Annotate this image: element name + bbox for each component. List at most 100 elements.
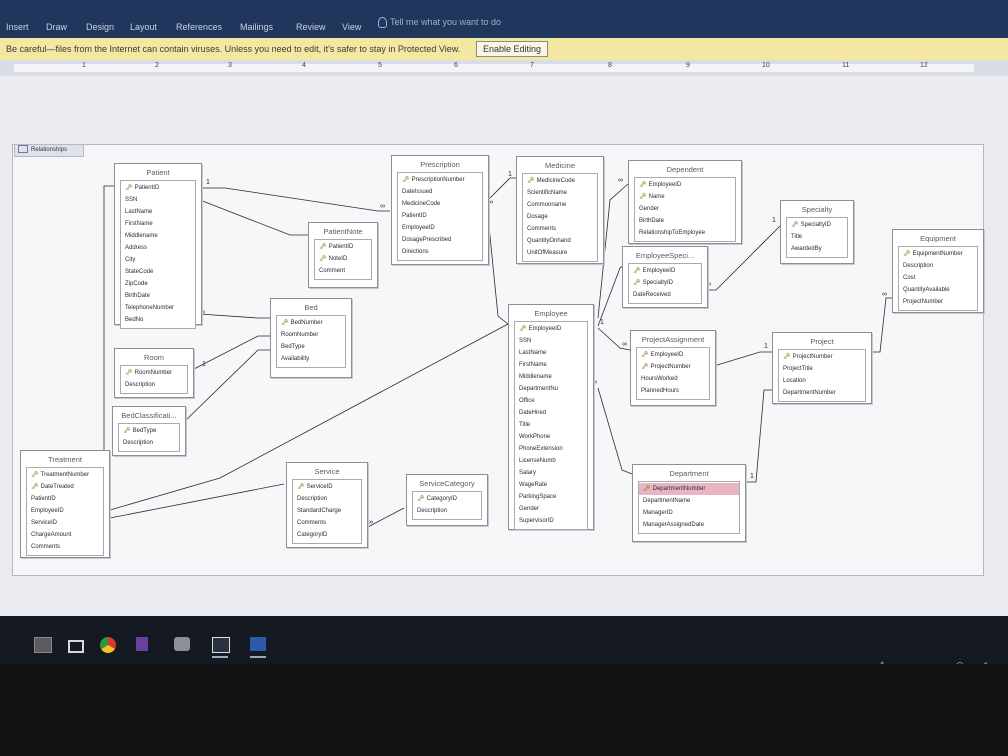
table-specialty[interactable]: Specialty SpecialtyID Title AwardedBy (780, 200, 854, 264)
field[interactable]: PlannedHours (641, 388, 680, 394)
tab-references[interactable]: References (176, 22, 223, 32)
field[interactable]: QuantityAvailable (903, 287, 950, 293)
field[interactable]: RelationshipToEmployee (639, 230, 706, 236)
field[interactable]: SpecialtyID (629, 277, 701, 289)
relationships-tab[interactable]: Relationships (14, 144, 84, 157)
table-bedclassification[interactable]: BedClassificati... BedType Description (112, 406, 186, 456)
field[interactable]: EmployeeID (629, 265, 701, 277)
table-patientnote[interactable]: PatientNote PatientID NoteID Comment (308, 222, 378, 288)
field[interactable]: Location (783, 378, 806, 384)
field[interactable]: HoursWorked (641, 376, 678, 382)
field[interactable]: Middlename (519, 374, 552, 380)
table-projectassignment[interactable]: ProjectAssignment EmployeeID ProjectNumb… (630, 330, 716, 406)
field[interactable]: ManagerID (643, 510, 673, 516)
field[interactable]: Gender (639, 206, 660, 212)
tell-me-box[interactable]: Tell me what you want to do (378, 17, 501, 29)
field[interactable]: Office (519, 398, 535, 404)
field[interactable]: Comments (527, 226, 557, 232)
field[interactable]: Cost (903, 275, 916, 281)
field[interactable]: Directions (402, 249, 429, 255)
field[interactable]: Gender (519, 506, 540, 512)
field[interactable]: BedNo (125, 317, 144, 323)
tab-design[interactable]: Design (86, 22, 115, 32)
field[interactable]: EmployeeID (637, 349, 709, 361)
field[interactable]: WageRate (519, 482, 548, 488)
field[interactable]: ServiceID (31, 520, 58, 526)
field[interactable]: Description (123, 440, 154, 446)
field[interactable]: Name (635, 191, 735, 203)
field[interactable]: MedicineCode (402, 201, 441, 207)
field[interactable]: MedicineCode (523, 175, 597, 187)
field[interactable]: UnitOfMeasure (527, 250, 568, 256)
field[interactable]: City (125, 257, 136, 263)
enable-editing-button[interactable]: Enable Editing (476, 41, 548, 57)
field[interactable]: ServiceID (293, 481, 361, 493)
field[interactable]: DepartmentNu (519, 386, 559, 392)
field[interactable]: CategoryID (297, 532, 328, 538)
field[interactable]: EmployeeID (635, 179, 735, 191)
table-service[interactable]: Service ServiceID Description StandardCh… (286, 462, 368, 548)
field[interactable]: SupervisorID (519, 518, 554, 524)
field[interactable]: AwardedBy (791, 246, 822, 252)
field[interactable]: DepartmentNumber (783, 390, 836, 396)
field[interactable]: Title (519, 422, 531, 428)
field[interactable]: Title (791, 234, 803, 240)
field[interactable]: BedType (281, 344, 305, 350)
field[interactable]: ZipCode (125, 281, 148, 287)
field[interactable]: PatientID (315, 241, 371, 253)
table-equipment[interactable]: Equipment EquipmentNumber Description Co… (892, 229, 984, 313)
field[interactable]: Salary (519, 470, 537, 476)
field[interactable]: SpecialtyID (787, 219, 847, 231)
field[interactable]: PatientID (121, 182, 195, 194)
table-employee[interactable]: Employee EmployeeID SSN LastName FirstNa… (508, 304, 594, 530)
field[interactable]: StandardCharge (297, 508, 342, 514)
field[interactable]: ProjectNumber (637, 361, 709, 373)
tab-layout[interactable]: Layout (130, 22, 158, 32)
table-employeespecialty[interactable]: EmployeeSpeci... EmployeeID SpecialtyID … (622, 246, 708, 308)
field[interactable]: DateIssued (402, 189, 433, 195)
field[interactable]: LastName (125, 209, 153, 215)
field[interactable]: SSN (125, 197, 138, 203)
field[interactable]: Comments (31, 544, 61, 550)
field[interactable]: PhoneExtension (519, 446, 563, 452)
field[interactable]: PatientID (31, 496, 56, 502)
field[interactable]: Address (125, 245, 148, 251)
tab-draw[interactable]: Draw (46, 22, 68, 32)
field-selected[interactable]: DepartmentNumber (639, 483, 739, 495)
table-patient[interactable]: Patient PatientID SSN LastName FirstName… (114, 163, 202, 329)
field[interactable]: FirstName (519, 362, 547, 368)
field[interactable]: ManagerAssignedDate (643, 522, 705, 528)
field[interactable]: Availability (281, 356, 310, 362)
photos-icon[interactable] (212, 637, 230, 653)
field[interactable]: DateReceived (633, 292, 671, 298)
table-room[interactable]: Room RoomNumber Description (114, 348, 194, 398)
field[interactable]: LastName (519, 350, 547, 356)
tab-mailings[interactable]: Mailings (240, 22, 274, 32)
field[interactable]: Description (125, 382, 156, 388)
field[interactable]: EmployeeID (31, 508, 64, 514)
tab-insert[interactable]: Insert (6, 22, 29, 32)
field[interactable]: EmployeeID (515, 323, 587, 335)
field[interactable]: Comments (297, 520, 327, 526)
tab-review[interactable]: Review (296, 22, 326, 32)
table-prescription[interactable]: Prescription PrescriptionNumber DateIssu… (391, 155, 489, 265)
tab-view[interactable]: View (342, 22, 362, 32)
table-project[interactable]: Project ProjectNumber ProjectTitle Locat… (772, 332, 872, 404)
field[interactable]: EmployeeID (402, 225, 435, 231)
field[interactable]: Commonname (527, 202, 567, 208)
field[interactable]: ScientificName (527, 190, 568, 196)
field[interactable]: Middlename (125, 233, 158, 239)
field[interactable]: PrescriptionNumber (398, 174, 482, 186)
field[interactable]: Description (297, 496, 328, 502)
table-dependent[interactable]: Dependent EmployeeID Name Gender BirthDa… (628, 160, 742, 244)
field[interactable]: ProjectNumber (779, 351, 865, 363)
field[interactable]: DateTreated (27, 481, 103, 493)
visual-studio-icon[interactable] (136, 637, 148, 651)
word-icon[interactable] (250, 637, 266, 651)
field[interactable]: PatientID (402, 213, 427, 219)
table-medicine[interactable]: Medicine MedicineCode ScientificName Com… (516, 156, 604, 264)
field[interactable]: StateCode (125, 269, 154, 275)
mail-icon[interactable] (68, 640, 84, 653)
field[interactable]: NoteID (315, 253, 371, 265)
field[interactable]: ProjectNumber (903, 299, 944, 305)
